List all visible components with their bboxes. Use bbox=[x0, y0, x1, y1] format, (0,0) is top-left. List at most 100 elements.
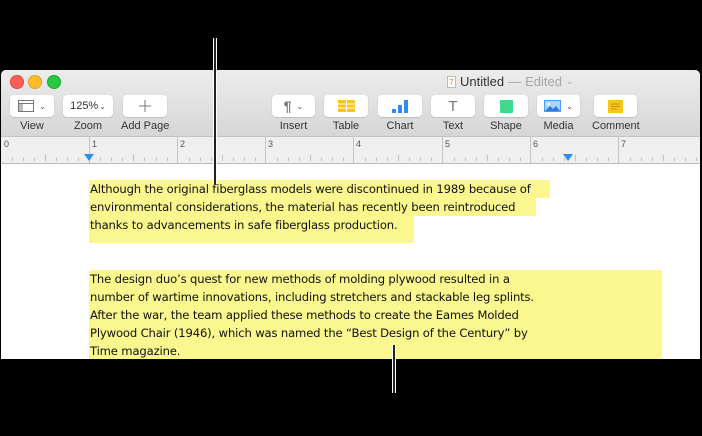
ruler-minor-tick bbox=[277, 158, 278, 161]
comment-label: Comment bbox=[592, 120, 640, 132]
ruler-minor-tick bbox=[630, 158, 631, 161]
ruler-number: 3 bbox=[268, 139, 274, 149]
add-page-label: Add Page bbox=[121, 120, 170, 132]
chart-button[interactable] bbox=[378, 95, 422, 117]
ruler-minor-tick bbox=[111, 158, 112, 161]
ruler-major-tick bbox=[442, 137, 443, 163]
ruler-minor-tick bbox=[575, 155, 576, 161]
ruler-minor-tick bbox=[542, 158, 543, 161]
title-text: Untitled bbox=[460, 74, 505, 89]
paragraph-2[interactable]: The design duo’s quest for new methods o… bbox=[90, 270, 534, 359]
ruler-major-tick bbox=[89, 137, 90, 163]
ruler-number: 1 bbox=[92, 139, 98, 149]
ruler-minor-tick bbox=[476, 158, 477, 161]
document-title[interactable]: 7 Untitled — Edited ⌄ bbox=[447, 74, 574, 89]
zoom-value: 125% bbox=[70, 100, 99, 112]
right-indent-marker[interactable] bbox=[563, 154, 573, 161]
chevron-down-icon: ⌄ bbox=[566, 101, 573, 111]
title-separator: — bbox=[508, 74, 522, 89]
ruler-minor-tick bbox=[663, 155, 664, 161]
zoom-label: Zoom bbox=[73, 120, 103, 132]
shape-icon bbox=[499, 99, 513, 113]
ruler-minor-tick bbox=[144, 158, 145, 161]
ruler-minor-tick bbox=[409, 158, 410, 161]
pages-window: 7 Untitled — Edited ⌄ ⌄ View bbox=[1, 70, 700, 359]
insert-label: Insert bbox=[279, 120, 308, 132]
comment-tool[interactable]: Comment bbox=[592, 95, 640, 132]
add-page-button[interactable] bbox=[123, 95, 168, 117]
ruler-minor-tick bbox=[332, 158, 333, 161]
table-tool[interactable]: Table bbox=[324, 95, 368, 132]
ruler-minor-tick bbox=[387, 158, 388, 161]
add-page-tool[interactable]: Add Page bbox=[121, 95, 169, 132]
ruler-minor-tick bbox=[498, 158, 499, 161]
ruler-minor-tick bbox=[299, 158, 300, 161]
ruler-minor-tick bbox=[487, 155, 488, 161]
insert-tool[interactable]: ¶ ⌄ Insert bbox=[272, 95, 315, 132]
close-button[interactable] bbox=[10, 75, 24, 89]
ruler-minor-tick bbox=[454, 158, 455, 161]
ruler-minor-tick bbox=[321, 158, 322, 161]
ruler-minor-tick bbox=[509, 158, 510, 161]
plus-icon bbox=[139, 100, 152, 112]
ruler-minor-tick bbox=[100, 158, 101, 161]
highlight-line bbox=[89, 216, 414, 243]
chevron-down-icon: ⌄ bbox=[565, 76, 574, 86]
ruler-number: 6 bbox=[533, 139, 539, 149]
image-icon bbox=[544, 100, 562, 112]
text-line: environmental considerations, the materi… bbox=[90, 200, 516, 214]
ruler-minor-tick bbox=[553, 158, 554, 161]
ruler-minor-tick bbox=[641, 158, 642, 161]
ruler-minor-tick bbox=[244, 158, 245, 161]
text-button[interactable]: T bbox=[431, 95, 475, 117]
media-button[interactable]: ⌄ bbox=[537, 95, 580, 117]
shape-tool[interactable]: Shape bbox=[484, 95, 528, 132]
ruler-major-tick bbox=[618, 137, 619, 163]
shape-label: Shape bbox=[490, 120, 522, 132]
table-button[interactable] bbox=[324, 95, 368, 117]
ruler-minor-tick bbox=[310, 155, 311, 161]
horizontal-ruler[interactable]: 0 1 2 3 4 5 6 7 bbox=[1, 137, 700, 164]
zoom-window-button[interactable] bbox=[47, 75, 61, 89]
comment-icon bbox=[608, 99, 624, 113]
ruler-minor-tick bbox=[23, 158, 24, 161]
ruler-minor-tick bbox=[586, 158, 587, 161]
ruler-minor-tick bbox=[652, 158, 653, 161]
view-label: View bbox=[20, 120, 44, 132]
ruler-number: 7 bbox=[621, 139, 627, 149]
ruler-minor-tick bbox=[420, 158, 421, 161]
zoom-select[interactable]: 125% ⌄ bbox=[63, 95, 113, 117]
ruler-minor-tick bbox=[398, 155, 399, 161]
media-tool[interactable]: ⌄ Media bbox=[537, 95, 580, 132]
ruler-minor-tick bbox=[45, 155, 46, 161]
ruler-minor-tick bbox=[608, 158, 609, 161]
text-line: Time magazine. bbox=[90, 344, 181, 358]
highlight-block bbox=[89, 270, 662, 359]
left-indent-marker[interactable] bbox=[84, 154, 94, 161]
chevron-down-icon: ⌄ bbox=[39, 101, 46, 111]
ruler-major-tick bbox=[353, 137, 354, 163]
zoom-tool[interactable]: 125% ⌄ Zoom bbox=[63, 95, 113, 132]
ruler-major-tick bbox=[265, 137, 266, 163]
table-icon bbox=[337, 100, 355, 112]
ruler-minor-tick bbox=[255, 158, 256, 161]
paragraph-1[interactable]: Although the original fiberglass models … bbox=[90, 180, 531, 234]
title-toolbar: 7 Untitled — Edited ⌄ ⌄ View bbox=[1, 70, 700, 137]
text-line: Plywood Chair (1946), which was named th… bbox=[90, 326, 528, 340]
ruler-minor-tick bbox=[67, 158, 68, 161]
ruler-minor-tick bbox=[167, 158, 168, 161]
highlight-line bbox=[89, 180, 550, 198]
text-line: After the war, the team applied these me… bbox=[90, 308, 519, 322]
chart-tool[interactable]: Chart bbox=[378, 95, 422, 132]
view-button[interactable]: ⌄ bbox=[10, 95, 54, 117]
chevron-down-icon: ⌄ bbox=[99, 101, 106, 111]
insert-button[interactable]: ¶ ⌄ bbox=[272, 95, 315, 117]
text-tool[interactable]: T Text bbox=[431, 95, 475, 132]
ruler-minor-tick bbox=[156, 158, 157, 161]
shape-button[interactable] bbox=[484, 95, 528, 117]
minimize-button[interactable] bbox=[28, 75, 42, 89]
view-tool[interactable]: ⌄ View bbox=[10, 95, 54, 132]
comment-button[interactable] bbox=[594, 95, 638, 117]
ruler-minor-tick bbox=[597, 158, 598, 161]
